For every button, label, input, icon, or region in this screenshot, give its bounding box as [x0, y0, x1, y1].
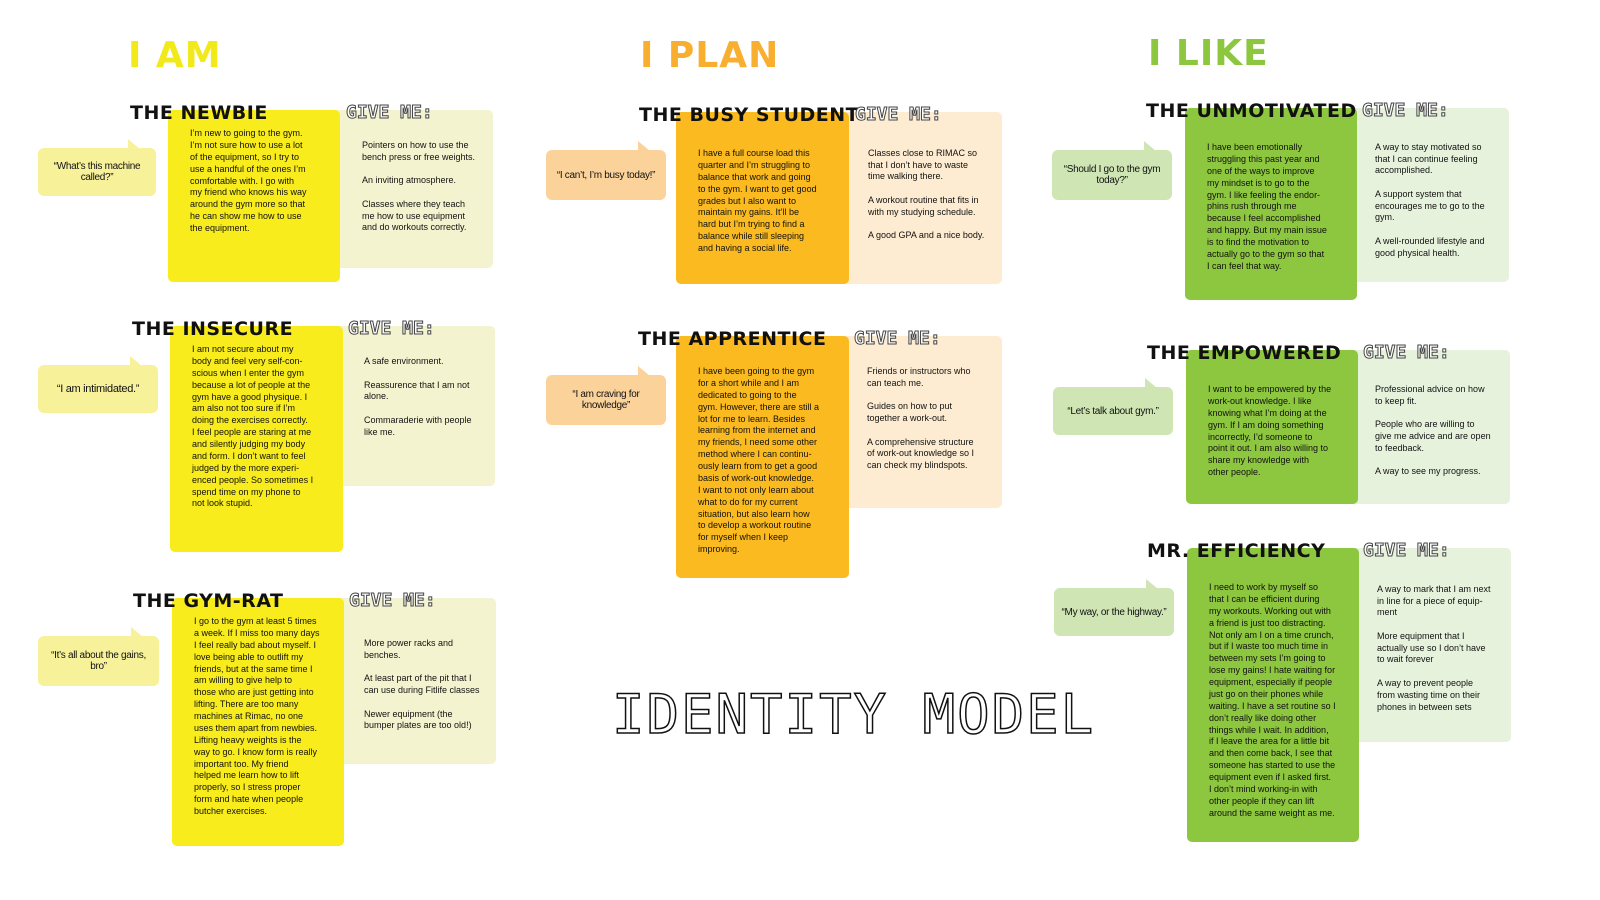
persona-title: MR. EFFICIENCY	[1147, 540, 1326, 562]
persona-description: I have been going to the gym for a short…	[676, 336, 849, 578]
give-me-list: More power racks and benches. At least p…	[364, 638, 486, 732]
persona-description-text: I have been going to the gym for a short…	[698, 366, 820, 555]
header-i-am: I AM	[128, 35, 222, 76]
persona-quote: “Should I go to the gym today?”	[1052, 141, 1172, 200]
give-me-item: More power racks and benches.	[364, 638, 454, 660]
give-me-label: GIVE ME:	[854, 328, 942, 349]
give-me-item: A well-rounded lifestyle and good physic…	[1375, 236, 1485, 258]
persona-title: THE INSECURE	[132, 318, 294, 340]
give-me-list: A way to mark that I am next in line for…	[1377, 584, 1501, 713]
persona-title: THE UNMOTIVATED	[1146, 100, 1357, 122]
give-me-item: Classes where they teach me how to use e…	[362, 199, 467, 233]
persona-quote: “What’s this machine called?”	[38, 139, 156, 196]
give-me-label: GIVE ME:	[1362, 100, 1450, 121]
give-me-item: Friends or instructors who can teach me.	[867, 366, 971, 388]
persona-description-text: I’m new to going to the gym. I’m not sur…	[190, 128, 307, 233]
header-i-plan: I PLAN	[640, 35, 780, 76]
persona-quote: “Let’s talk about gym.”	[1053, 378, 1173, 435]
persona-description-text: I have been emotionally struggling this …	[1207, 142, 1327, 271]
persona-description-text: I need to work by myself so that I can b…	[1209, 582, 1336, 818]
give-me-item: A support system that encourages me to g…	[1375, 189, 1485, 223]
give-me-list: A safe environment. Reassurence that I a…	[364, 356, 485, 438]
persona-title: THE GYM-RAT	[133, 590, 284, 612]
give-me-label: GIVE ME:	[1363, 540, 1451, 561]
give-me-item: At least part of the pit that I can use …	[364, 673, 480, 696]
persona-description-text: I have a full course load this quarter a…	[698, 148, 817, 253]
give-me-item: Commaraderie with people like me.	[364, 415, 472, 437]
give-me-label: GIVE ME:	[1363, 342, 1451, 363]
give-me-item: Reassurence that I am not alone.	[364, 379, 470, 402]
model-title: IDENTITY MODEL	[611, 683, 1096, 746]
persona-description-text: I want to be empowered by the work-out k…	[1208, 384, 1332, 478]
persona-quote: “I can’t, I’m busy today!”	[546, 141, 666, 200]
give-me-item: Professional advice on how to keep fit.	[1375, 384, 1485, 406]
give-me-item: Guides on how to put together a work-out…	[867, 401, 953, 424]
give-me-label: GIVE ME:	[349, 590, 437, 611]
persona-description: I am not secure about my body and feel v…	[170, 326, 343, 552]
persona-description: I need to work by myself so that I can b…	[1187, 548, 1359, 842]
give-me-label: GIVE ME:	[348, 318, 436, 339]
give-me-item: A way to stay motivated so that I can co…	[1375, 142, 1482, 176]
persona-description: I go to the gym at least 5 times a week.…	[172, 598, 344, 846]
persona-description: I’m new to going to the gym. I’m not sur…	[168, 110, 340, 282]
give-me-label: GIVE ME:	[855, 104, 943, 125]
persona-description-text: I go to the gym at least 5 times a week.…	[194, 616, 320, 816]
persona-description: I want to be empowered by the work-out k…	[1186, 350, 1358, 504]
give-me-item: A way to prevent people from wasting tim…	[1377, 678, 1481, 712]
persona-title: THE EMPOWERED	[1147, 342, 1342, 364]
give-me-label: GIVE ME:	[346, 102, 434, 123]
persona-title: THE BUSY STUDENT	[639, 104, 860, 126]
persona-quote: “I am intimidated.”	[38, 356, 158, 413]
persona-description-text: I am not secure about my body and feel v…	[192, 344, 314, 509]
give-me-item: People who are willing to give me advice…	[1375, 419, 1491, 453]
persona-description: I have a full course load this quarter a…	[676, 112, 849, 284]
persona-description: I have been emotionally struggling this …	[1185, 108, 1357, 300]
give-me-list: A way to stay motivated so that I can co…	[1375, 142, 1499, 260]
header-i-like: I LIKE	[1148, 33, 1269, 74]
give-me-item: A safe environment.	[364, 356, 444, 366]
give-me-list: Professional advice on how to keep fit. …	[1375, 384, 1500, 478]
give-me-item: Pointers on how to use the bench press o…	[362, 140, 476, 162]
persona-quote: “My way, or the highway.”	[1054, 579, 1174, 636]
give-me-item: A good GPA and a nice body.	[868, 230, 985, 241]
give-me-list: Classes close to RIMAC so that I don’t h…	[868, 148, 992, 242]
give-me-list: Pointers on how to use the bench press o…	[362, 140, 483, 234]
persona-quote: “I am craving for knowledge”	[546, 366, 666, 425]
persona-title: THE NEWBIE	[130, 102, 268, 124]
give-me-item: A way to see my progress.	[1375, 466, 1481, 477]
give-me-item: A way to mark that I am next in line for…	[1377, 584, 1491, 618]
give-me-item: An inviting atmosphere.	[362, 175, 457, 186]
give-me-item: Classes close to RIMAC so that I don’t h…	[868, 148, 978, 182]
give-me-list: Friends or instructors who can teach me.…	[867, 366, 992, 472]
persona-quote: “It’s all about the gains, bro”	[38, 627, 159, 686]
persona-title: THE APPRENTICE	[638, 328, 827, 350]
give-me-item: A workout routine that fits in with my s…	[868, 195, 979, 217]
give-me-item: Newer equipment (the bumper plates are t…	[364, 708, 472, 731]
give-me-item: A comprehensive structure of work-out kn…	[867, 436, 975, 471]
give-me-item: More equipment that I actually use so I …	[1377, 631, 1486, 665]
